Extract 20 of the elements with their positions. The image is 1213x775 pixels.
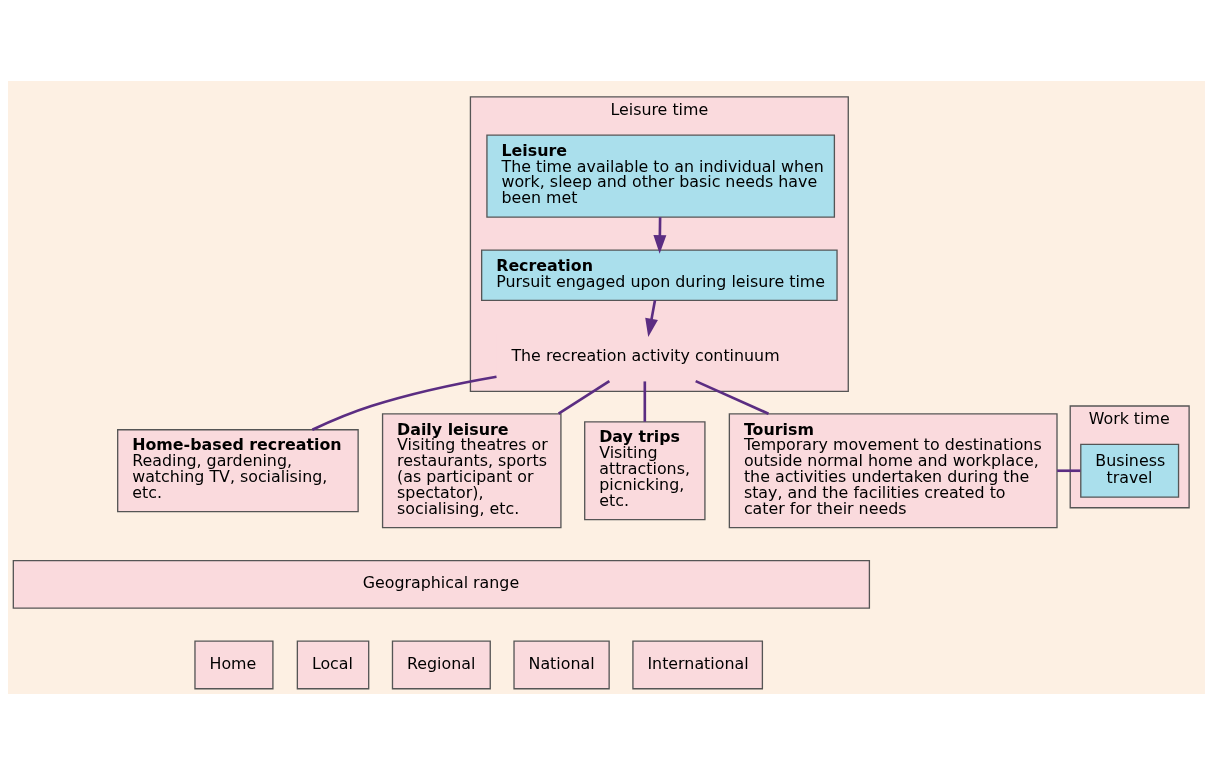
node-box: Daily leisure Visiting theatres or restaurants, sports (as participant or spectator), socialising, etc. xyxy=(381,413,562,529)
node-box: Business travel xyxy=(1080,443,1180,498)
node-text: The recreation activity continuum xyxy=(511,346,780,366)
connector xyxy=(643,381,647,422)
node-box: Home-based recreation Reading, gardening, watching TV, socialising, etc. xyxy=(117,429,359,513)
connector xyxy=(1057,469,1081,473)
node-box: Recreation Pursuit engaged upon during leisure time xyxy=(481,249,838,301)
arrow xyxy=(645,300,658,338)
node-box: Home xyxy=(194,640,274,690)
node-box: Day trips Visiting attractions, picnicking, etc. xyxy=(584,421,706,521)
connector xyxy=(311,375,497,431)
node-box: International xyxy=(632,640,764,690)
node-box: Local xyxy=(296,640,370,690)
arrow xyxy=(653,217,667,254)
node-box: National xyxy=(513,640,610,690)
node-box: Tourism Temporary movement to destinations outside normal home and workplace, the activities undertaken during the stay, and the facilities created to cater for their needs xyxy=(728,413,1058,529)
node-box: Leisure The time available to an individual when work, sleep and other basic needs have been met xyxy=(486,134,836,218)
connector xyxy=(557,380,611,415)
node-box: Regional xyxy=(391,640,491,690)
node-box: Geographical range xyxy=(12,559,871,609)
